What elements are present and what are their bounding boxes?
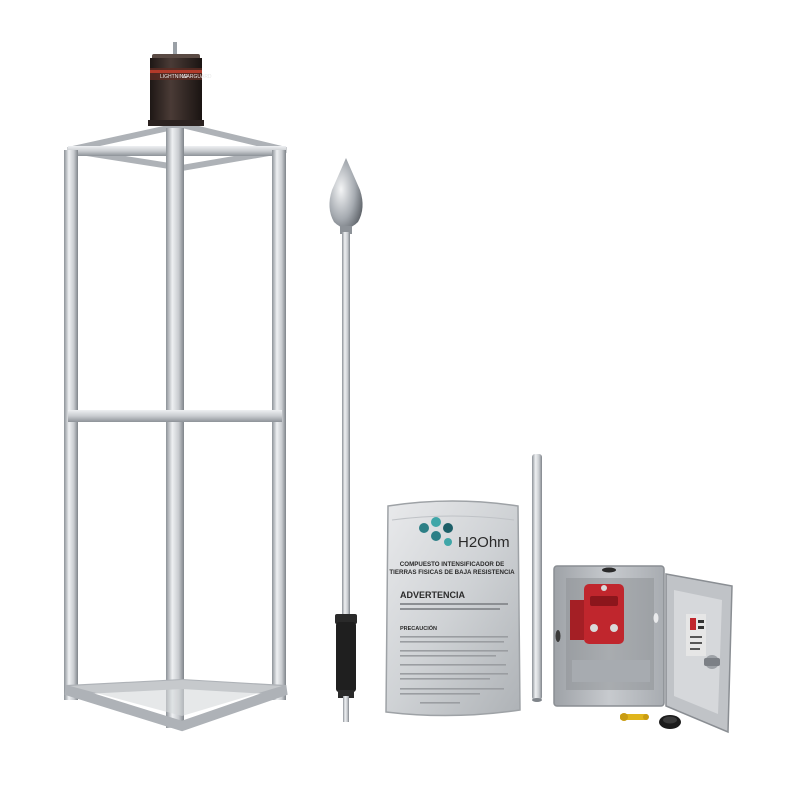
- bag-title-line2: TIERRAS FISICAS DE BAJA RESISTENCIA: [389, 569, 515, 576]
- door-label: [686, 614, 706, 656]
- frame-post-right: [272, 150, 286, 700]
- device-brand-right: WARGUARD: [182, 74, 212, 80]
- rod-tip: [329, 158, 363, 228]
- frame-post-left: [64, 150, 78, 700]
- rod-grip: [336, 622, 356, 692]
- lightning-arrester-device: LIGHTNING WARGUARD: [148, 42, 212, 126]
- lightning-rod: [329, 158, 363, 722]
- rod-shaft: [342, 232, 350, 617]
- aluminum-tower-frame: [64, 121, 288, 732]
- device-brand-left: LIGHTNING: [160, 74, 187, 80]
- frame-middle-crossbar: [68, 410, 282, 422]
- yellow-connector: [620, 713, 649, 721]
- h2ohm-logo-icon: [419, 517, 453, 546]
- frame-post-center: [166, 128, 184, 728]
- electrical-disconnect-box: [553, 565, 733, 734]
- bag-logo-text: H2Ohm: [458, 534, 510, 551]
- bag-precaution-heading: PRECAUCIÓN: [400, 624, 437, 632]
- h2ohm-compound-bag: H2Ohm COMPUESTO INTENSIFICADOR DE TIERRA…: [385, 500, 521, 717]
- bag-title-line1: COMPUESTO INTENSIFICADOR DE: [400, 561, 504, 568]
- door-handle-icon: [704, 655, 720, 669]
- bag-fine-print: [400, 636, 508, 704]
- bag-warning-heading: ADVERTENCIA: [400, 590, 466, 600]
- black-cap: [659, 715, 681, 729]
- ground-rod: [532, 454, 542, 702]
- breaker-switch: [570, 584, 624, 644]
